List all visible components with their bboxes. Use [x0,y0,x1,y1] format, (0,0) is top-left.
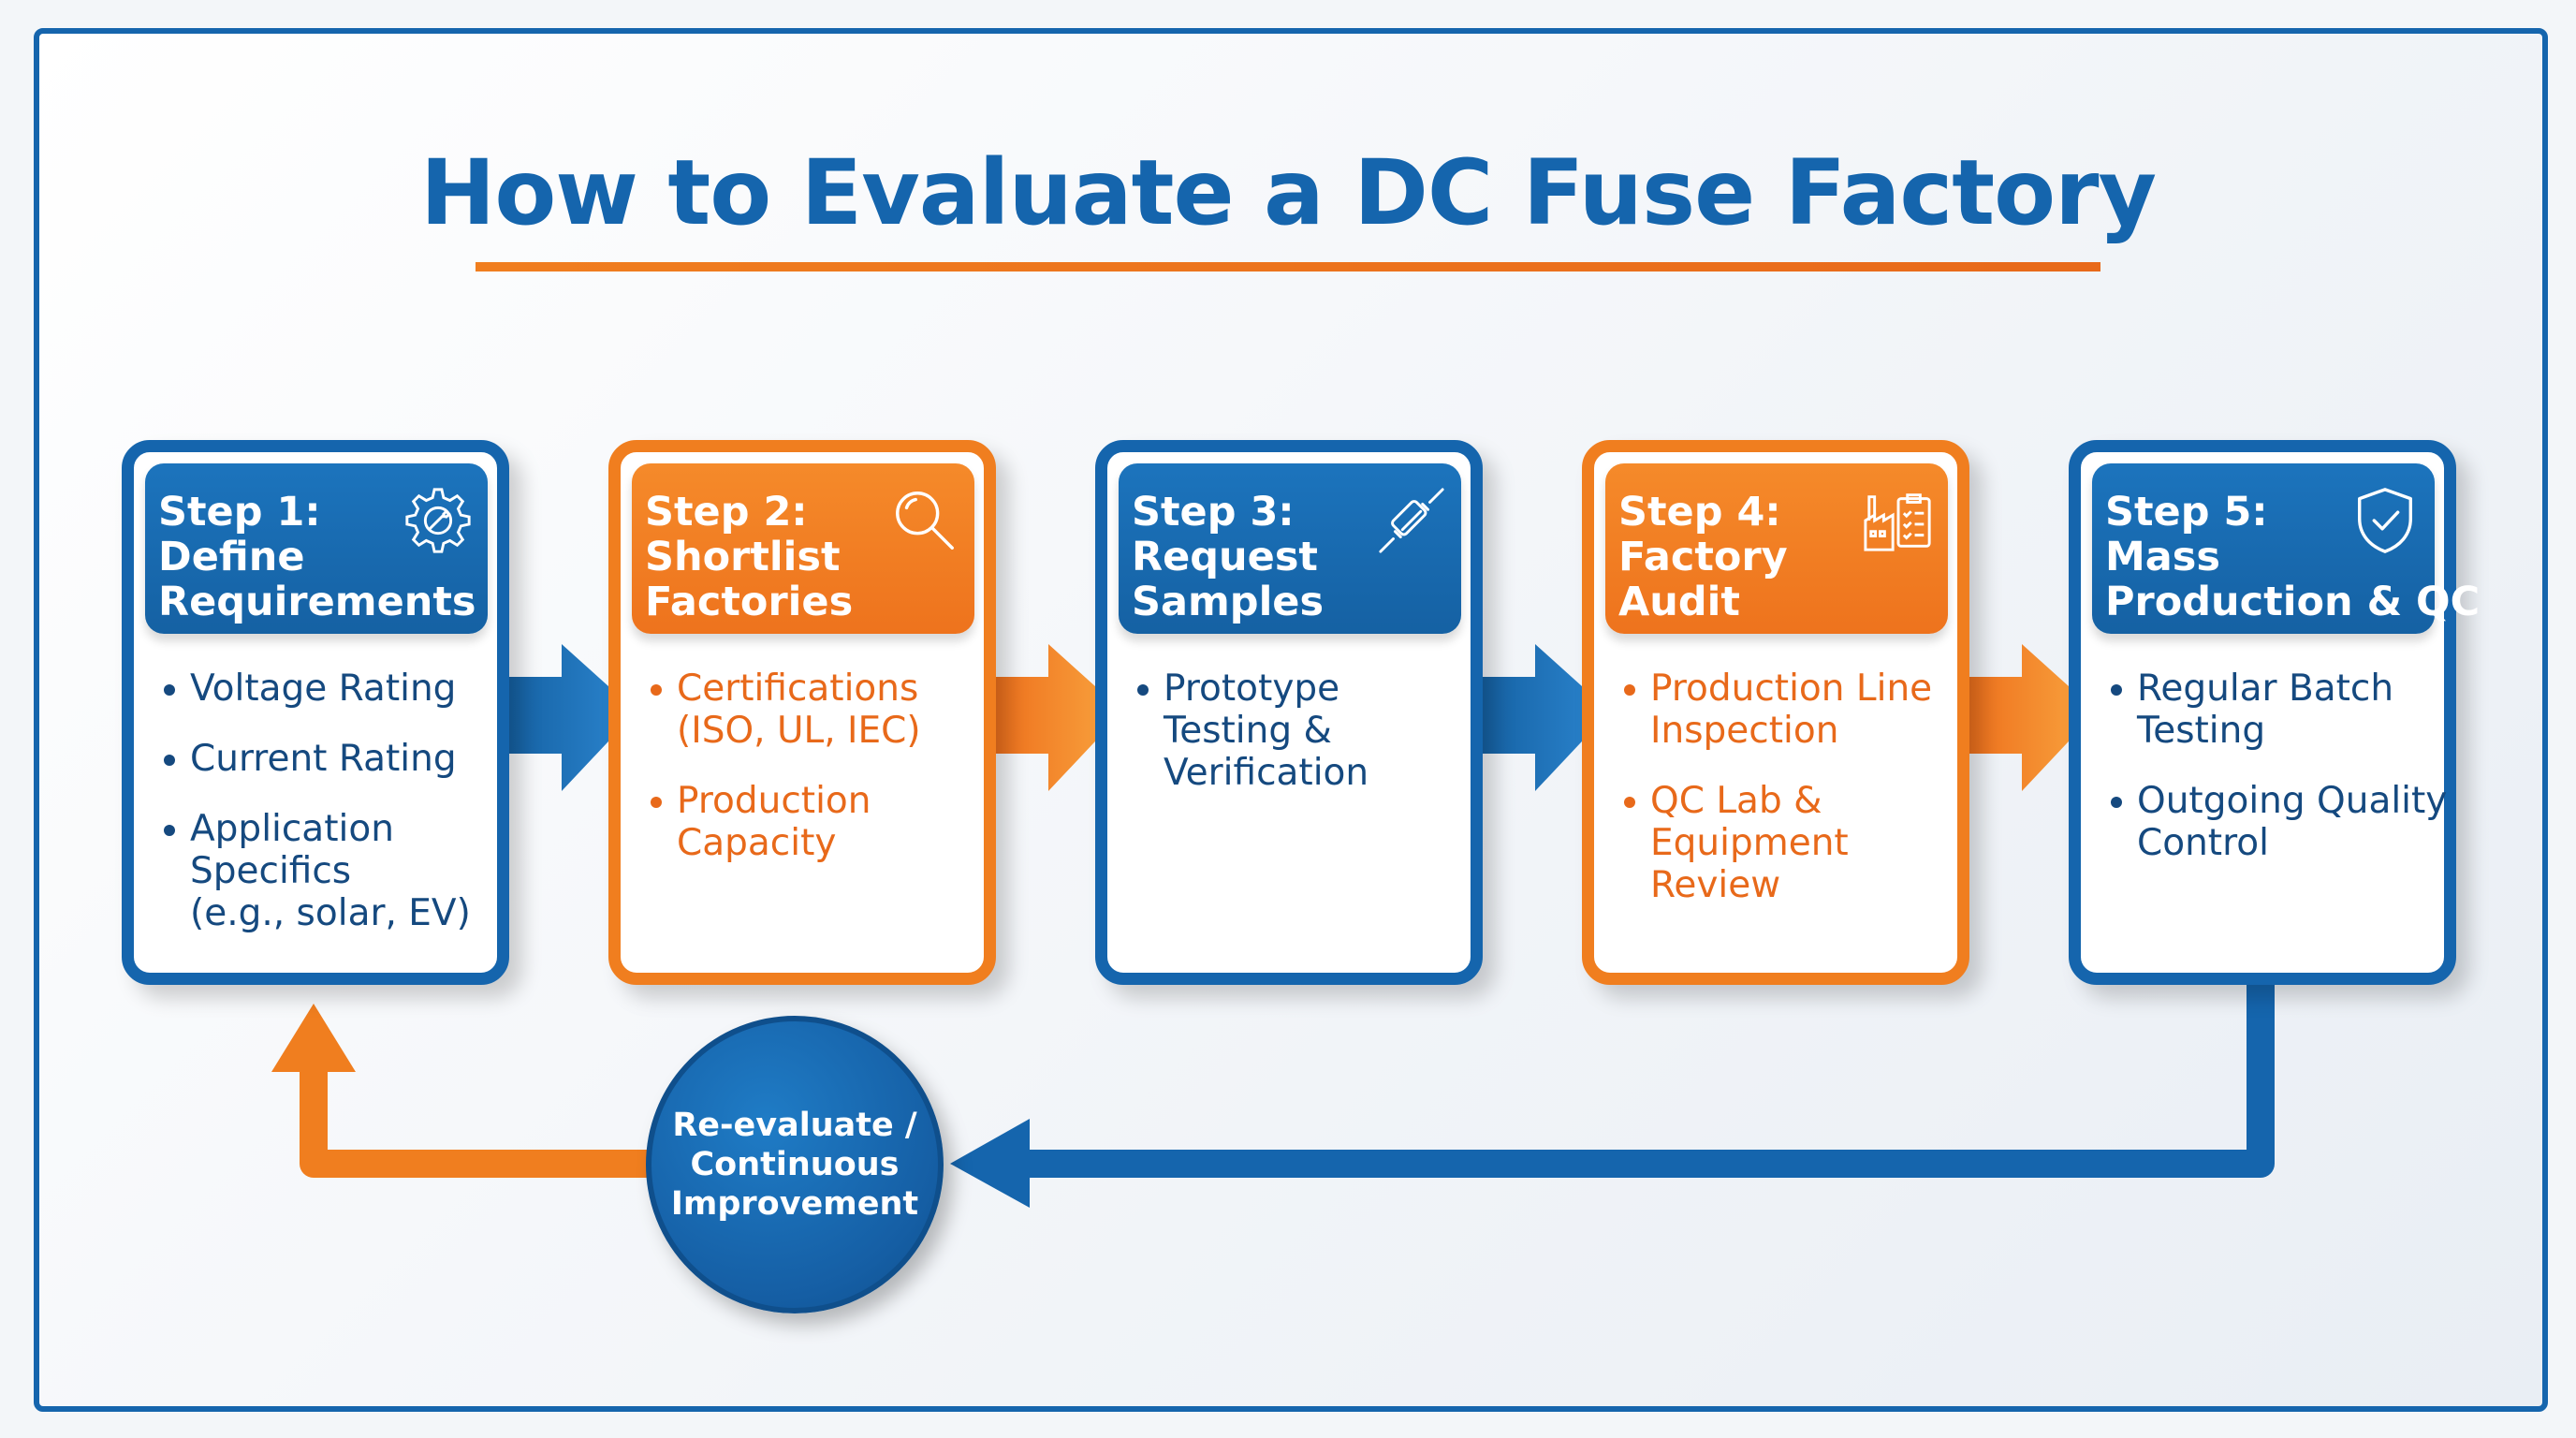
step-header-4: Step 4: Factory Audit [1605,463,1948,634]
item-text: Review [1650,864,1781,906]
continuous-improvement-circle: Re-evaluate / Continuous Improvement [646,1016,944,1313]
item-text: Verification [1164,752,1369,794]
step-items-2: Certifications (ISO, UL, IEC) Production… [649,668,986,892]
step-title-line: Factory [1618,534,1788,580]
step-number: Step 4: [1618,489,1781,536]
item-text: Production Line [1650,668,1933,710]
connector-arrow-2-3 [992,644,1123,791]
list-item: QC Lab & Equipment Review [1622,780,1959,906]
item-text: Current Rating [190,738,457,780]
page-title: How to Evaluate a DC Fuse Factory [419,140,2157,245]
item-text: Testing [2137,710,2266,752]
step-title-line: Factories [645,579,854,625]
step-header-3: Step 3: Request Samples [1119,463,1461,634]
item-text: (e.g., solar, EV) [190,892,471,934]
item-text: (ISO, UL, IEC) [677,710,921,752]
list-item: Application Specifics (e.g., solar, EV) [162,808,499,934]
loop-label: Re-evaluate / Continuous Improvement [651,1106,938,1224]
step-card-4: Step 4: Factory Audit Production Line In… [1582,440,1969,985]
step-number: Step 5: [2105,489,2268,536]
item-text: Outgoing Quality [2137,780,2448,822]
step-header-1: Step 1: Define Requirements [145,463,488,634]
item-text: Control [2137,822,2269,864]
list-item: Current Rating [162,738,499,780]
loop-label-line: Re-evaluate / [672,1107,917,1144]
item-text: Voltage Rating [190,668,457,710]
step-card-3: Step 3: Request Samples Prototype Testin… [1095,440,1483,985]
shield-check-icon [2357,488,2413,553]
step-header-2: Step 2: Shortlist Factories [632,463,974,634]
item-text: Specifics [190,850,352,892]
list-item: Voltage Rating [162,668,499,710]
step-title-line: Request [1132,534,1318,580]
step-title-line: Define [158,534,305,580]
step-title-line: Mass [2105,534,2220,580]
item-text: QC Lab & [1650,780,1822,822]
list-item: Outgoing Quality Control [2109,780,2448,864]
item-text: Application [190,808,394,850]
step-card-2: Step 2: Shortlist Factories Certificatio… [608,440,996,985]
step-items-1: Voltage Rating Current Rating Applicatio… [162,668,499,962]
step-number: Step 3: [1132,489,1295,536]
gear-wrench-icon [405,488,471,553]
list-item: Production Capacity [649,780,986,864]
step-title-line: Audit [1618,579,1740,625]
step-title-line: Requirements [158,579,476,625]
step-number: Step 2: [645,489,808,536]
step-title-line: Samples [1132,579,1325,625]
step-items-5: Regular Batch Testing Outgoing Quality C… [2109,668,2448,892]
magnifier-icon [896,492,954,550]
list-item: Regular Batch Testing [2109,668,2446,752]
loop-label-line: Improvement [670,1185,919,1223]
item-text: Regular Batch [2137,668,2394,710]
item-text: Prototype [1164,668,1340,710]
connector-arrow-3-4 [1479,644,1610,791]
step-card-5: Step 5: Mass Production & QC Regular Bat… [2069,440,2481,985]
loop-arrowhead-blue [950,1119,1030,1208]
item-text: Inspection [1650,710,1839,752]
item-text: Production [677,780,871,822]
fuse-icon [1379,488,1444,553]
item-text: Certifications [677,668,919,710]
step-items-3: Prototype Testing & Verification [1135,668,1472,822]
connector-arrow-1-2 [505,644,637,791]
list-item: Certifications (ISO, UL, IEC) [649,668,986,752]
step-header-5: Step 5: Mass Production & QC [2092,463,2481,634]
item-text: Capacity [677,822,837,864]
item-text: Equipment [1650,822,1849,864]
list-item: Production Line Inspection [1622,668,1959,752]
loop-line-from-step5 [1006,983,2275,1178]
factory-clipboard-icon [1864,493,1931,551]
step-items-4: Production Line Inspection QC Lab & Equi… [1622,668,1959,934]
step-number: Step 1: [158,489,321,536]
step-title-line: Shortlist [645,534,841,580]
step-card-1: Step 1: Define Requirements Voltage Rati… [122,440,509,985]
loop-line-to-step1 [300,1067,655,1178]
item-text: Testing & [1164,710,1332,752]
connector-arrow-4-5 [1966,644,2097,791]
loop-arrowhead-orange [271,1004,356,1072]
step-title-line: Production & QC [2105,579,2481,625]
loop-label-line: Continuous [690,1146,900,1183]
list-item: Prototype Testing & Verification [1135,668,1472,794]
title-underline [476,262,2100,271]
